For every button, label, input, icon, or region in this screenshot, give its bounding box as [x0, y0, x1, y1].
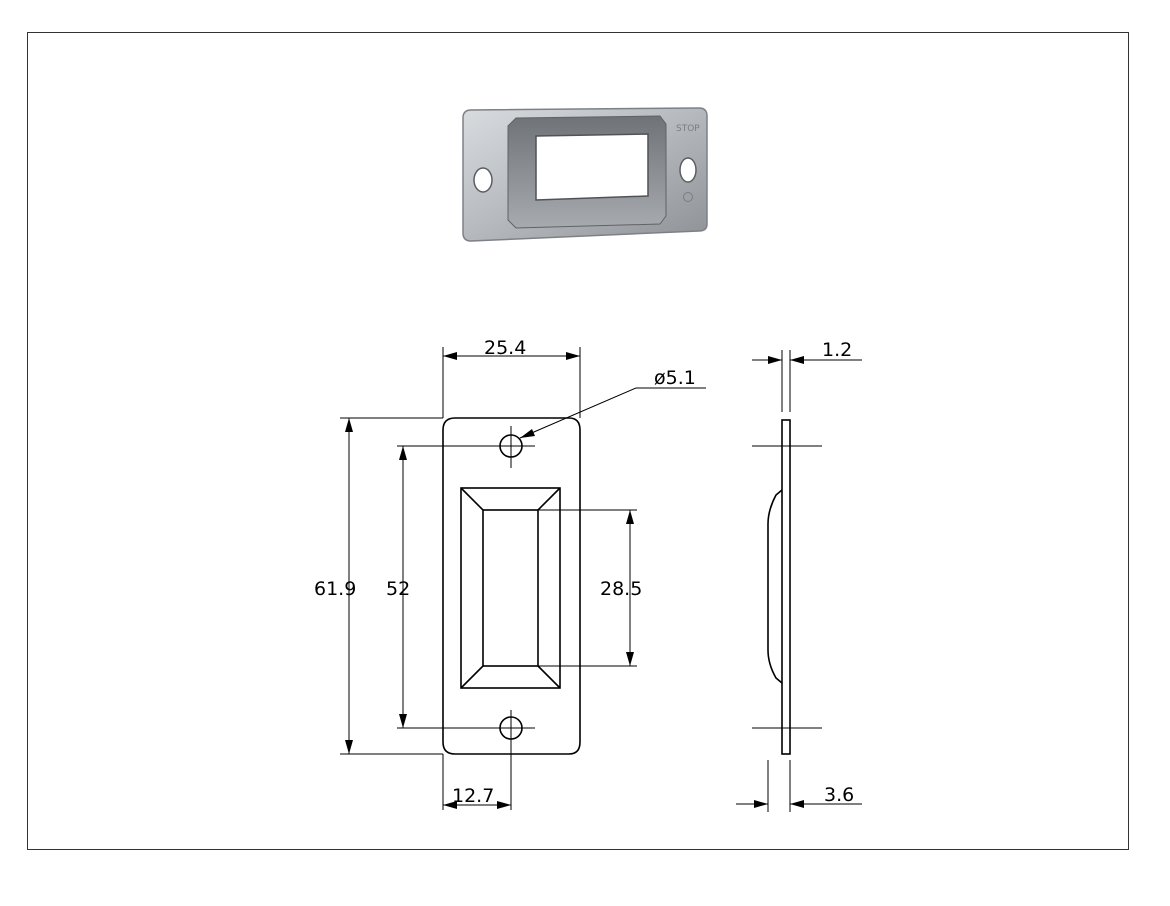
- dim-hole-spacing-label: 52: [386, 578, 410, 600]
- photo-mark-icon: [683, 192, 693, 202]
- product-photo: STOP: [462, 107, 708, 242]
- dim-height-overall-label: 61.9: [314, 578, 356, 600]
- dim-thickness-label: 1.2: [822, 339, 852, 361]
- side-arrowheads: [754, 356, 804, 808]
- dim-depth-label: 3.6: [824, 784, 854, 806]
- dim-width-label: 25.4: [484, 337, 526, 359]
- front-dimensions: [340, 347, 706, 810]
- side-view: [752, 419, 822, 755]
- front-arrowheads: [345, 352, 634, 809]
- photo-hole-right-icon: [679, 157, 697, 183]
- front-view: [397, 417, 581, 810]
- dim-window-height-label: 28.5: [600, 578, 642, 600]
- dim-hole-offset-label: 12.7: [452, 785, 494, 807]
- side-dimensions: [736, 350, 862, 812]
- photo-hole-left-icon: [473, 167, 493, 193]
- dim-hole-label: ø5.1: [654, 367, 696, 389]
- photo-stamp: STOP: [676, 124, 700, 134]
